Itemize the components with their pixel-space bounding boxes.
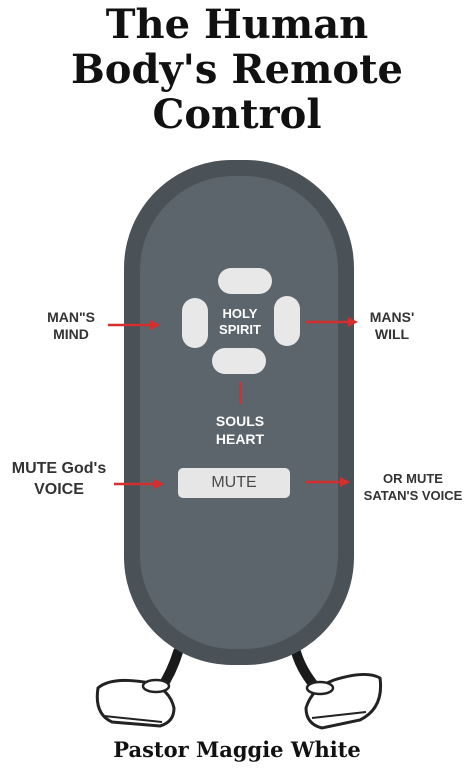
dpad-right-button[interactable]: [274, 296, 300, 346]
dpad: [182, 268, 300, 374]
dpad-up-button[interactable]: [218, 268, 272, 294]
remote-face: [140, 176, 338, 649]
dpad-left-button[interactable]: [182, 298, 208, 348]
callout-mans-mind: MAN"S MIND: [47, 309, 95, 342]
arrow-right-icon: [340, 477, 350, 487]
title-line-2: Body's Remote: [70, 46, 403, 93]
title-line-3: Control: [152, 91, 322, 138]
callout-mute-gods-voice: MUTE God's VOICE: [11, 460, 107, 498]
callout-arrows: [108, 317, 358, 489]
holy-spirit-label: HOLY SPIRIT: [219, 306, 261, 337]
right-shoe-icon: [304, 673, 383, 730]
arrow-right-icon: [150, 320, 160, 330]
left-shoe-icon: [95, 678, 176, 728]
souls-heart-label: SOULS HEART: [215, 413, 265, 447]
book-title: The Human Body's Remote Control: [0, 2, 474, 137]
title-line-1: The Human: [105, 1, 369, 48]
callout-mans-will: MANS' WILL: [369, 309, 415, 342]
arrow-right-icon: [154, 479, 164, 489]
dpad-down-button[interactable]: [212, 348, 266, 374]
callout-mute-satans-voice: OR MUTE SATAN'S VOICE: [363, 471, 463, 503]
mute-button[interactable]: MUTE: [178, 468, 290, 498]
author-name: Pastor Maggie White: [113, 737, 361, 762]
arrow-right-icon: [348, 317, 358, 327]
